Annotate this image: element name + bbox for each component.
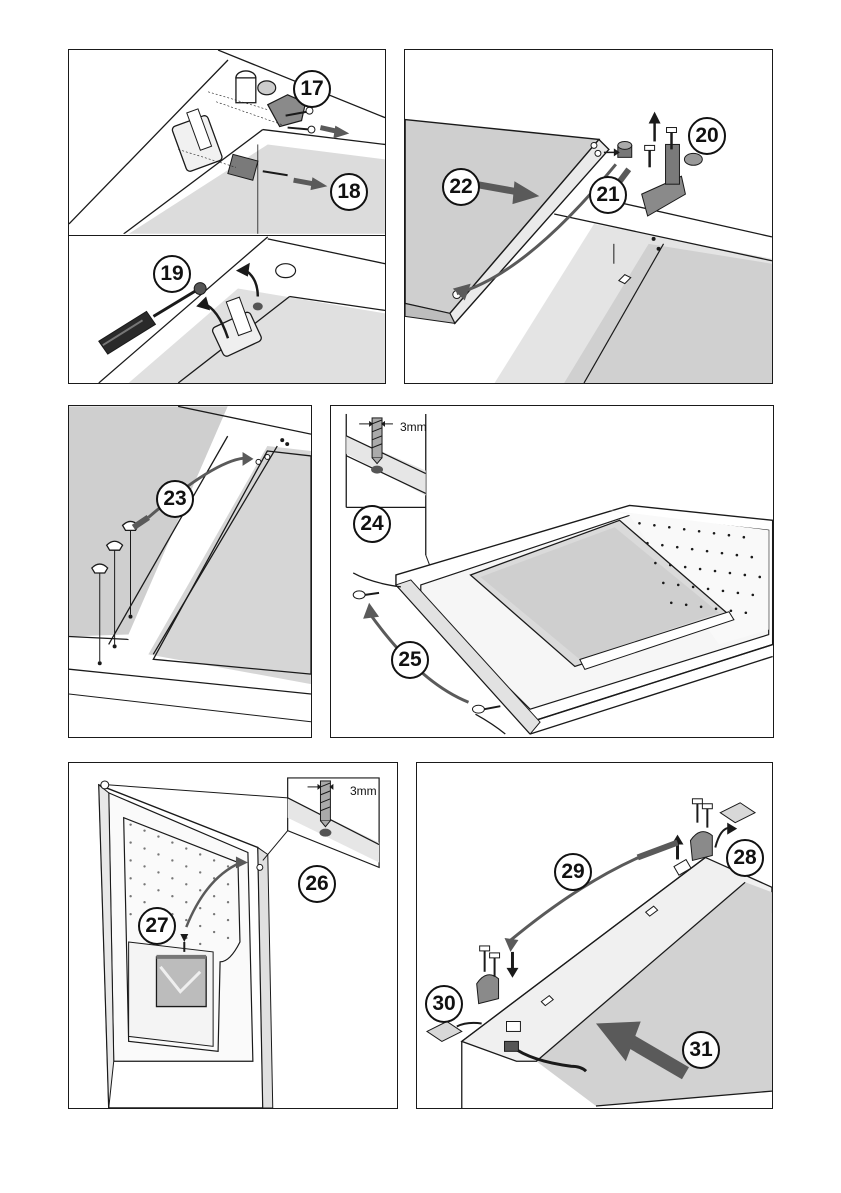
cabinet-top-illustration xyxy=(69,50,385,383)
step-24-callout: 24 xyxy=(353,505,391,543)
panel-steps-28-31: 28 29 30 31 xyxy=(416,762,773,1109)
panel-steps-20-22: 20 21 22 xyxy=(404,49,773,384)
step-27-callout: 27 xyxy=(138,907,176,945)
step-29-callout: 29 xyxy=(554,853,592,891)
drill-size-label: 3mm xyxy=(400,420,427,434)
step-20-callout: 20 xyxy=(688,117,726,155)
step-30-callout: 30 xyxy=(425,985,463,1023)
step-25-callout: 25 xyxy=(391,641,429,679)
panel-steps-24-25: 3mm 24 25 xyxy=(330,405,774,738)
panel-step-23: 23 xyxy=(68,405,312,738)
cabinet-frame-illustration xyxy=(69,406,311,737)
step-22-callout: 22 xyxy=(442,168,480,206)
drill-size-label: 3mm xyxy=(350,784,377,798)
hinge-icon xyxy=(171,109,223,172)
step-26-callout: 26 xyxy=(298,865,336,903)
drill-bit-icon xyxy=(320,781,330,827)
door-frame-drilling-illustration xyxy=(331,406,773,737)
step-31-callout: 31 xyxy=(682,1031,720,1069)
door-lift-illustration xyxy=(405,50,772,383)
step-18-callout: 18 xyxy=(330,173,368,211)
step-21-callout: 21 xyxy=(589,176,627,214)
step-28-callout: 28 xyxy=(726,839,764,877)
panel-steps-26-27: 3mm 26 27 xyxy=(68,762,398,1109)
drill-bit-icon xyxy=(372,418,382,464)
step-23-callout: 23 xyxy=(156,480,194,518)
panel-steps-17-19: 17 18 19 xyxy=(68,49,386,384)
door-inside-illustration xyxy=(69,763,397,1108)
panel-divider xyxy=(69,235,385,236)
door-panel xyxy=(396,505,773,734)
step-19-callout: 19 xyxy=(153,255,191,293)
bag-icon xyxy=(156,955,206,1007)
step-17-callout: 17 xyxy=(293,70,331,108)
